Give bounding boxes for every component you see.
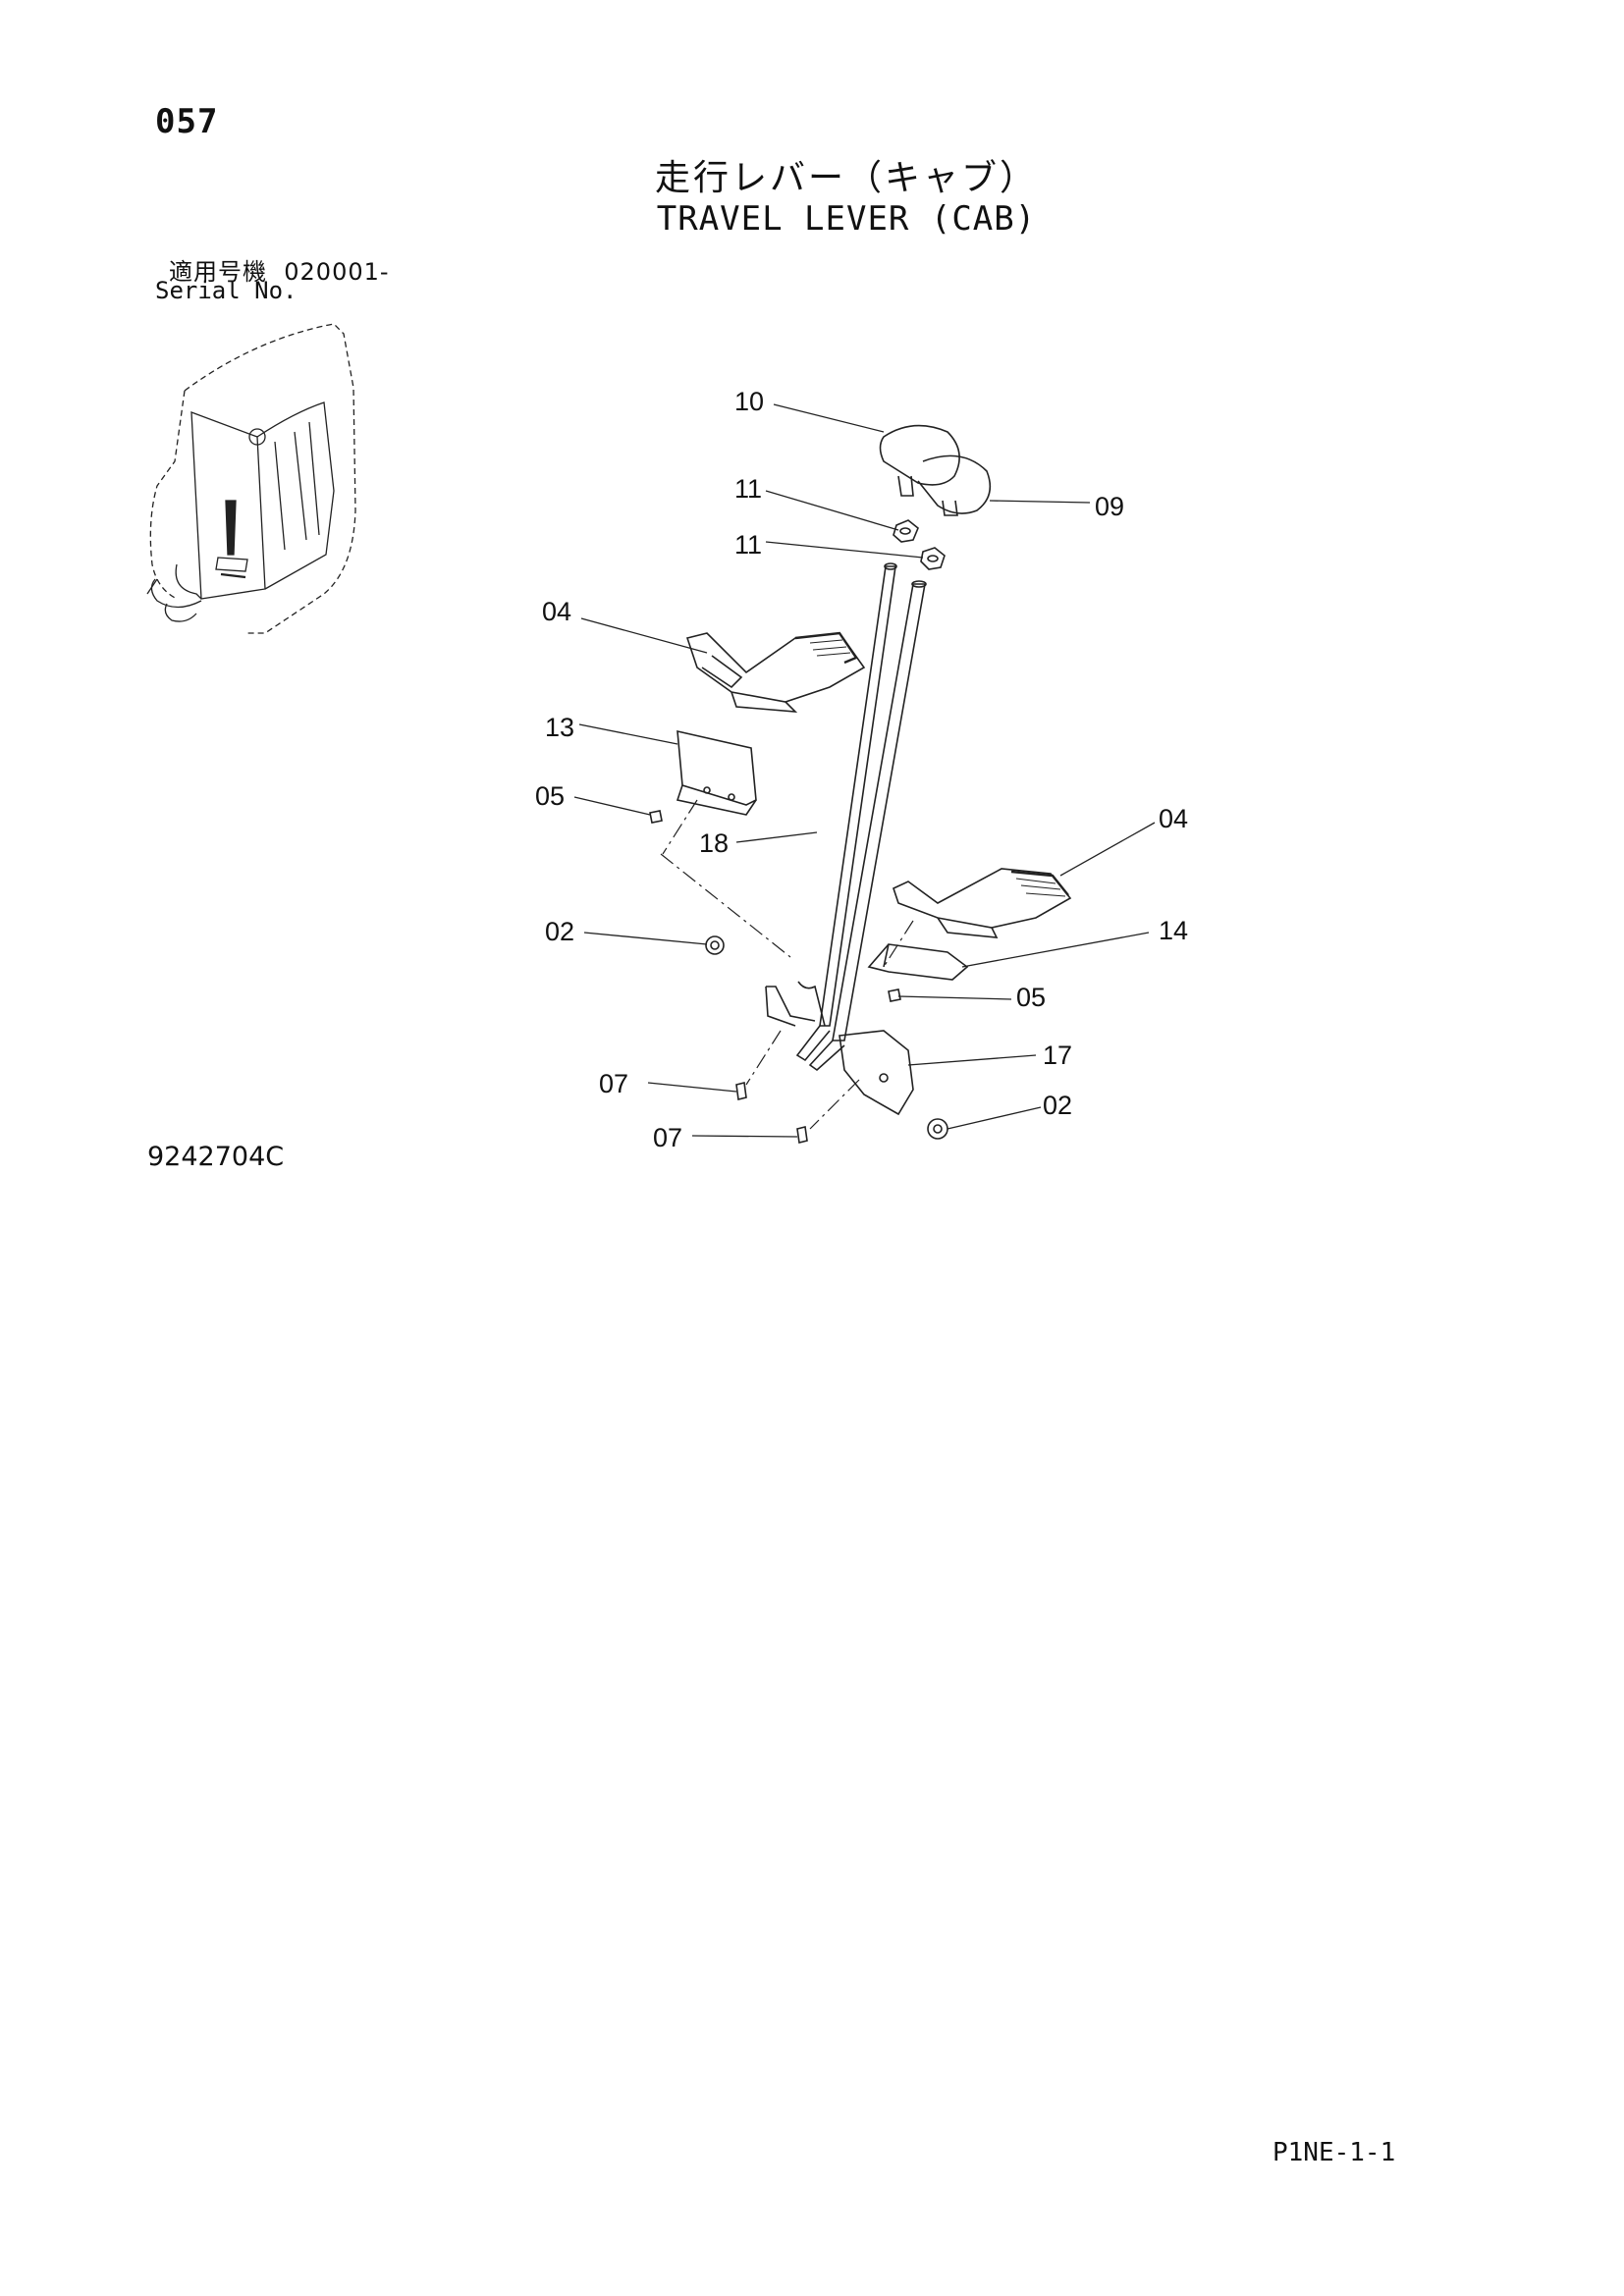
nuts bbox=[893, 519, 946, 570]
callout-05-right: 05 bbox=[1016, 983, 1046, 1012]
fasteners bbox=[649, 810, 948, 1144]
leader-lines bbox=[573, 403, 1156, 1138]
callout-04-upper: 04 bbox=[542, 597, 571, 626]
callout-labels: 10 11 11 09 04 13 05 18 04 02 14 05 17 0… bbox=[535, 387, 1188, 1152]
cab-location-thumbnail bbox=[146, 323, 356, 634]
bracket-14 bbox=[867, 943, 969, 981]
serial-label-jp-text: 適用号機 bbox=[169, 258, 267, 286]
right-pedal bbox=[893, 868, 1072, 938]
lever-grip bbox=[879, 424, 992, 516]
callout-09: 09 bbox=[1095, 492, 1124, 521]
callout-07-lower: 07 bbox=[653, 1123, 682, 1152]
callout-10: 10 bbox=[734, 387, 764, 416]
callout-14: 14 bbox=[1159, 916, 1188, 945]
callout-13: 13 bbox=[545, 713, 574, 742]
title-english: TRAVEL LEVER (CAB) bbox=[656, 199, 1037, 239]
callout-07-upper: 07 bbox=[599, 1069, 628, 1098]
callout-11-upper: 11 bbox=[734, 474, 762, 504]
callout-05-left: 05 bbox=[535, 781, 565, 811]
callout-02-right: 02 bbox=[1043, 1091, 1072, 1120]
left-pedal bbox=[685, 631, 866, 713]
serial-value: 020001- bbox=[284, 258, 390, 286]
callout-17: 17 bbox=[1043, 1041, 1072, 1070]
serial-label-english: Serial No. bbox=[155, 277, 298, 304]
page-code: P1NE-1-1 bbox=[1272, 2138, 1396, 2167]
title-japanese: 走行レバー（キャブ） bbox=[654, 158, 1038, 198]
callout-18: 18 bbox=[699, 828, 729, 858]
callout-11-lower: 11 bbox=[734, 530, 762, 560]
callout-02-left: 02 bbox=[545, 917, 574, 946]
page-number: 057 bbox=[155, 102, 219, 141]
lever-rods bbox=[795, 562, 927, 1072]
bracket-13 bbox=[676, 729, 757, 816]
bracket-17 bbox=[765, 986, 914, 1116]
callout-04-lower: 04 bbox=[1159, 804, 1188, 833]
serial-label-japanese: 適用号機 020001- bbox=[169, 252, 390, 287]
phantom-lines bbox=[660, 799, 914, 1130]
drawing-number: 9242704C bbox=[147, 1142, 285, 1172]
